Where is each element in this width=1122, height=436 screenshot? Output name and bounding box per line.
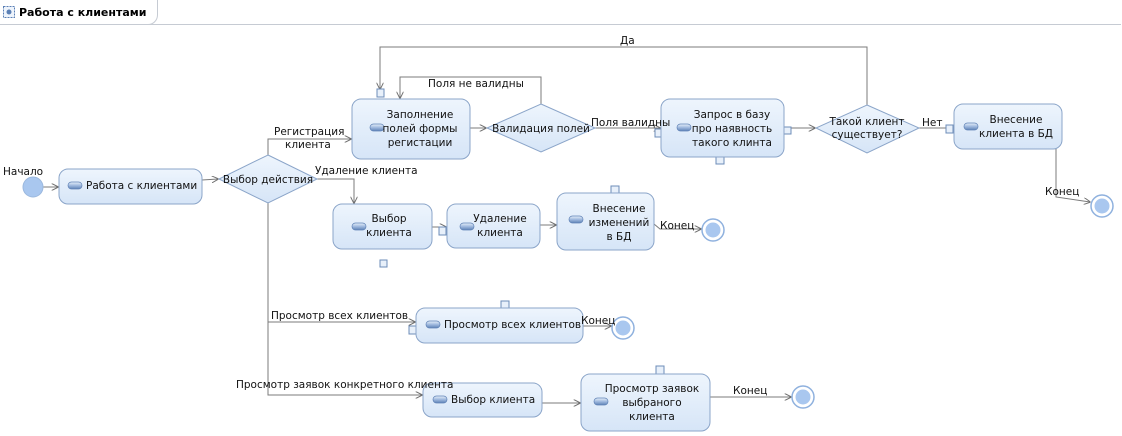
decision-validate[interactable]: Валидация полей	[485, 103, 597, 153]
activity-diagram-icon	[3, 6, 15, 18]
action-label: выбраного	[622, 397, 681, 409]
action-label: Внесение	[990, 114, 1043, 126]
action-label: в БД	[607, 231, 632, 243]
edge-choose-select-del	[317, 178, 354, 203]
action-label: Просмотр заявок	[605, 383, 700, 395]
edge-label-yes: Да	[620, 35, 635, 47]
pin	[408, 325, 417, 335]
final-node-delete[interactable]	[701, 218, 725, 242]
final-node-view-all[interactable]	[611, 316, 635, 340]
pin	[783, 126, 792, 135]
action-label: клиента	[629, 411, 675, 423]
diagram-tab[interactable]: Работа с клиентами	[0, 0, 158, 25]
pin	[379, 259, 388, 268]
pin	[438, 226, 447, 236]
decision-label: Такой клиент	[828, 116, 904, 128]
pin	[654, 128, 662, 138]
action-delete-client[interactable]: Удаление клиента	[446, 203, 541, 249]
action-label: полей формы	[383, 123, 458, 135]
edge-label-registration: клиента	[285, 139, 331, 151]
action-apply-changes[interactable]: Внесение изменений в БД	[556, 192, 655, 251]
edge-label-registration: Регистрация	[274, 126, 344, 138]
edge-label-view-orders: Просмотр заявок конкретного клиента	[236, 379, 453, 391]
action-label: клиента	[366, 227, 412, 239]
decision-client-exists[interactable]: Такой клиент существует?	[814, 104, 921, 154]
edge-choose-select-view	[267, 203, 422, 395]
edge-label-end: Конец	[581, 315, 615, 327]
action-label: Работа с клиентами	[86, 180, 197, 192]
action-insert-db[interactable]: Внесение клиента в БД	[953, 103, 1063, 150]
action-select-client-delete[interactable]: Выбор клиента	[332, 203, 433, 250]
action-view-all-clients[interactable]: Просмотр всех клиентов	[415, 307, 584, 344]
edge-label-delete: Удаление клиента	[315, 165, 418, 177]
action-label: изменений	[589, 217, 650, 229]
edge-insert-end	[1055, 149, 1090, 202]
edge-choose-fill	[267, 139, 351, 155]
diagram-tab-title: Работа с клиентами	[19, 5, 147, 19]
action-label: регистации	[388, 137, 453, 149]
final-node-orders[interactable]	[791, 385, 815, 409]
action-label: Заполнение	[387, 109, 454, 121]
edge-work-choose	[201, 179, 218, 180]
action-label: клиента	[477, 227, 523, 239]
action-select-client-view[interactable]: Выбор клиента	[422, 382, 543, 418]
pin	[715, 156, 725, 165]
action-query-db[interactable]: Запрос в базу про наявность такого клинт…	[660, 98, 785, 158]
pin	[376, 88, 385, 98]
initial-node[interactable]	[22, 176, 44, 198]
action-work-with-clients[interactable]: Работа с клиентами	[58, 168, 203, 205]
edge-validate-invalid	[400, 76, 542, 104]
final-node-top[interactable]	[1090, 194, 1114, 218]
decision-label: Выбор действия	[223, 174, 313, 186]
action-label: Удаление	[473, 213, 526, 225]
pin	[500, 300, 510, 309]
edge-apply-end	[653, 223, 701, 229]
pin	[610, 185, 620, 194]
edge-exists-yes	[380, 46, 868, 105]
edge-label-end: Конец	[660, 220, 694, 232]
action-label: Внесение	[593, 203, 646, 215]
action-label: клиента в БД	[979, 128, 1053, 140]
edge-label-no: Нет	[922, 117, 942, 129]
pin	[945, 124, 954, 134]
decision-label: существует?	[832, 129, 903, 141]
action-label: Запрос в базу	[694, 109, 770, 121]
action-view-orders[interactable]: Просмотр заявок выбраного клиента	[580, 373, 711, 432]
edge-label-end: Конец	[1045, 186, 1079, 198]
edge-label-fields-invalid: Поля не валидны	[428, 78, 524, 90]
action-label: Выбор	[371, 213, 406, 225]
action-label: Просмотр всех клиентов	[444, 319, 581, 331]
edge-label-view-all: Просмотр всех клиентов	[271, 310, 408, 322]
action-label: такого клинта	[692, 137, 772, 149]
action-label: про наявность	[692, 123, 772, 135]
decision-choose-action[interactable]: Выбор действия	[217, 154, 319, 204]
diagram-frame	[1, 24, 1121, 436]
edge-label-fields-valid: Поля валидны	[591, 117, 670, 129]
start-label: Начало	[3, 166, 43, 178]
edge-label-end: Конец	[733, 385, 767, 397]
action-fill-form[interactable]: Заполнение полей формы регистации	[351, 98, 471, 160]
decision-label: Валидация полей	[492, 123, 590, 135]
pin	[655, 365, 665, 375]
action-label: Выбор клиента	[451, 394, 535, 406]
